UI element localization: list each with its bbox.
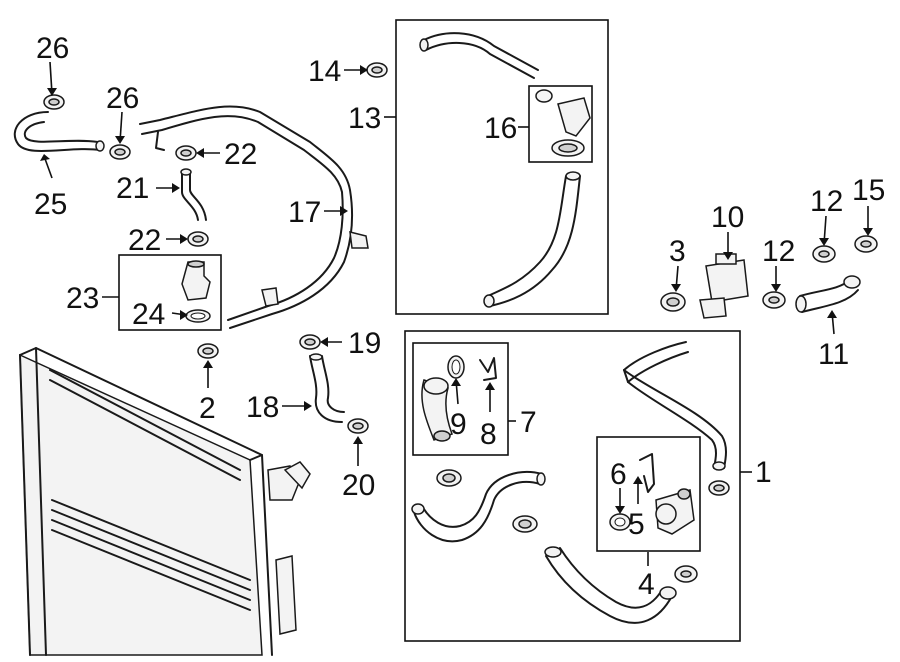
callout-21: 21 — [116, 172, 149, 205]
callout-16: 16 — [484, 112, 517, 145]
hose-clamp-22a — [175, 145, 197, 161]
coolant-fitting-7 — [421, 377, 453, 442]
retaining-clip-8 — [479, 357, 497, 381]
callout-8: 8 — [480, 418, 497, 451]
hose-13-lower — [483, 171, 581, 308]
o-ring-24 — [185, 309, 211, 323]
leader-lines — [40, 61, 873, 566]
group-box-1 — [404, 330, 741, 642]
group-box-7 — [412, 342, 509, 456]
group-box-13 — [395, 19, 609, 315]
hose-25 — [13, 111, 105, 153]
callout-20: 20 — [342, 469, 375, 502]
callout-26a: 26 — [36, 32, 69, 65]
coolant-pipe-17 — [139, 105, 369, 329]
callout-12a: 12 — [762, 235, 795, 268]
hose-clamp-19 — [299, 334, 321, 350]
hose-clamp-14 — [366, 62, 388, 78]
hose-clamp-26a — [43, 94, 65, 110]
callout-11: 11 — [818, 338, 849, 371]
callout-5: 5 — [628, 508, 645, 541]
callout-3: 3 — [669, 235, 686, 268]
hose-18 — [309, 353, 345, 423]
hose-clamp-3 — [660, 292, 686, 312]
o-ring-6 — [609, 513, 631, 531]
callout-14: 14 — [308, 55, 341, 88]
callout-17: 17 — [288, 196, 321, 229]
callout-22a: 22 — [224, 138, 257, 171]
hose-1-lower — [544, 546, 677, 624]
callout-23: 23 — [66, 282, 99, 315]
callout-15: 15 — [852, 174, 885, 207]
callout-7: 7 — [520, 406, 537, 439]
hose-clamp-22b — [187, 231, 209, 247]
hose-13-upper — [419, 32, 539, 79]
retaining-clip-5 — [639, 453, 655, 493]
hose-clamp-12a — [762, 291, 786, 309]
callout-2: 2 — [199, 392, 216, 425]
callout-26b: 26 — [106, 82, 139, 115]
callout-24: 24 — [132, 298, 165, 331]
hose-clamp-12b — [812, 245, 836, 263]
o-ring-9 — [447, 355, 465, 379]
callout-1: 1 — [755, 456, 772, 489]
hose-clamp-4 — [674, 565, 698, 583]
group-box-16 — [528, 85, 593, 163]
hose-21 — [180, 168, 207, 221]
hose-clamp-2 — [197, 343, 219, 359]
hose-11 — [795, 275, 861, 313]
callout-6: 6 — [610, 458, 627, 491]
callout-10: 10 — [711, 201, 744, 234]
coolant-flange-23 — [181, 260, 211, 301]
callout-4: 4 — [638, 568, 655, 601]
thermostat-housing-4 — [655, 488, 695, 535]
hose-clamp-1 — [708, 480, 730, 496]
coolant-fitting-16 — [535, 89, 591, 157]
callout-labels: 26 26 25 21 22 22 23 24 2 14 13 16 17 19… — [34, 32, 885, 601]
hose-clamp-15 — [854, 235, 878, 253]
hose-1-upper — [623, 341, 727, 471]
callout-12b: 12 — [810, 185, 843, 218]
hose-clamp-20 — [347, 418, 369, 434]
callout-13: 13 — [348, 102, 381, 135]
callout-19: 19 — [348, 327, 381, 360]
hose-clamp-left — [436, 469, 462, 487]
group-box-4 — [596, 436, 701, 552]
hose-1-middle — [411, 471, 546, 543]
coolant-valve-10 — [699, 253, 749, 319]
hose-clamp-26b — [109, 144, 131, 160]
hose-clamp-mid — [512, 515, 538, 533]
callout-18: 18 — [246, 391, 279, 424]
group-box-23 — [118, 254, 222, 331]
callout-9: 9 — [450, 408, 467, 441]
callout-22b: 22 — [128, 224, 161, 257]
callout-25: 25 — [34, 188, 67, 221]
radiator — [19, 347, 311, 656]
